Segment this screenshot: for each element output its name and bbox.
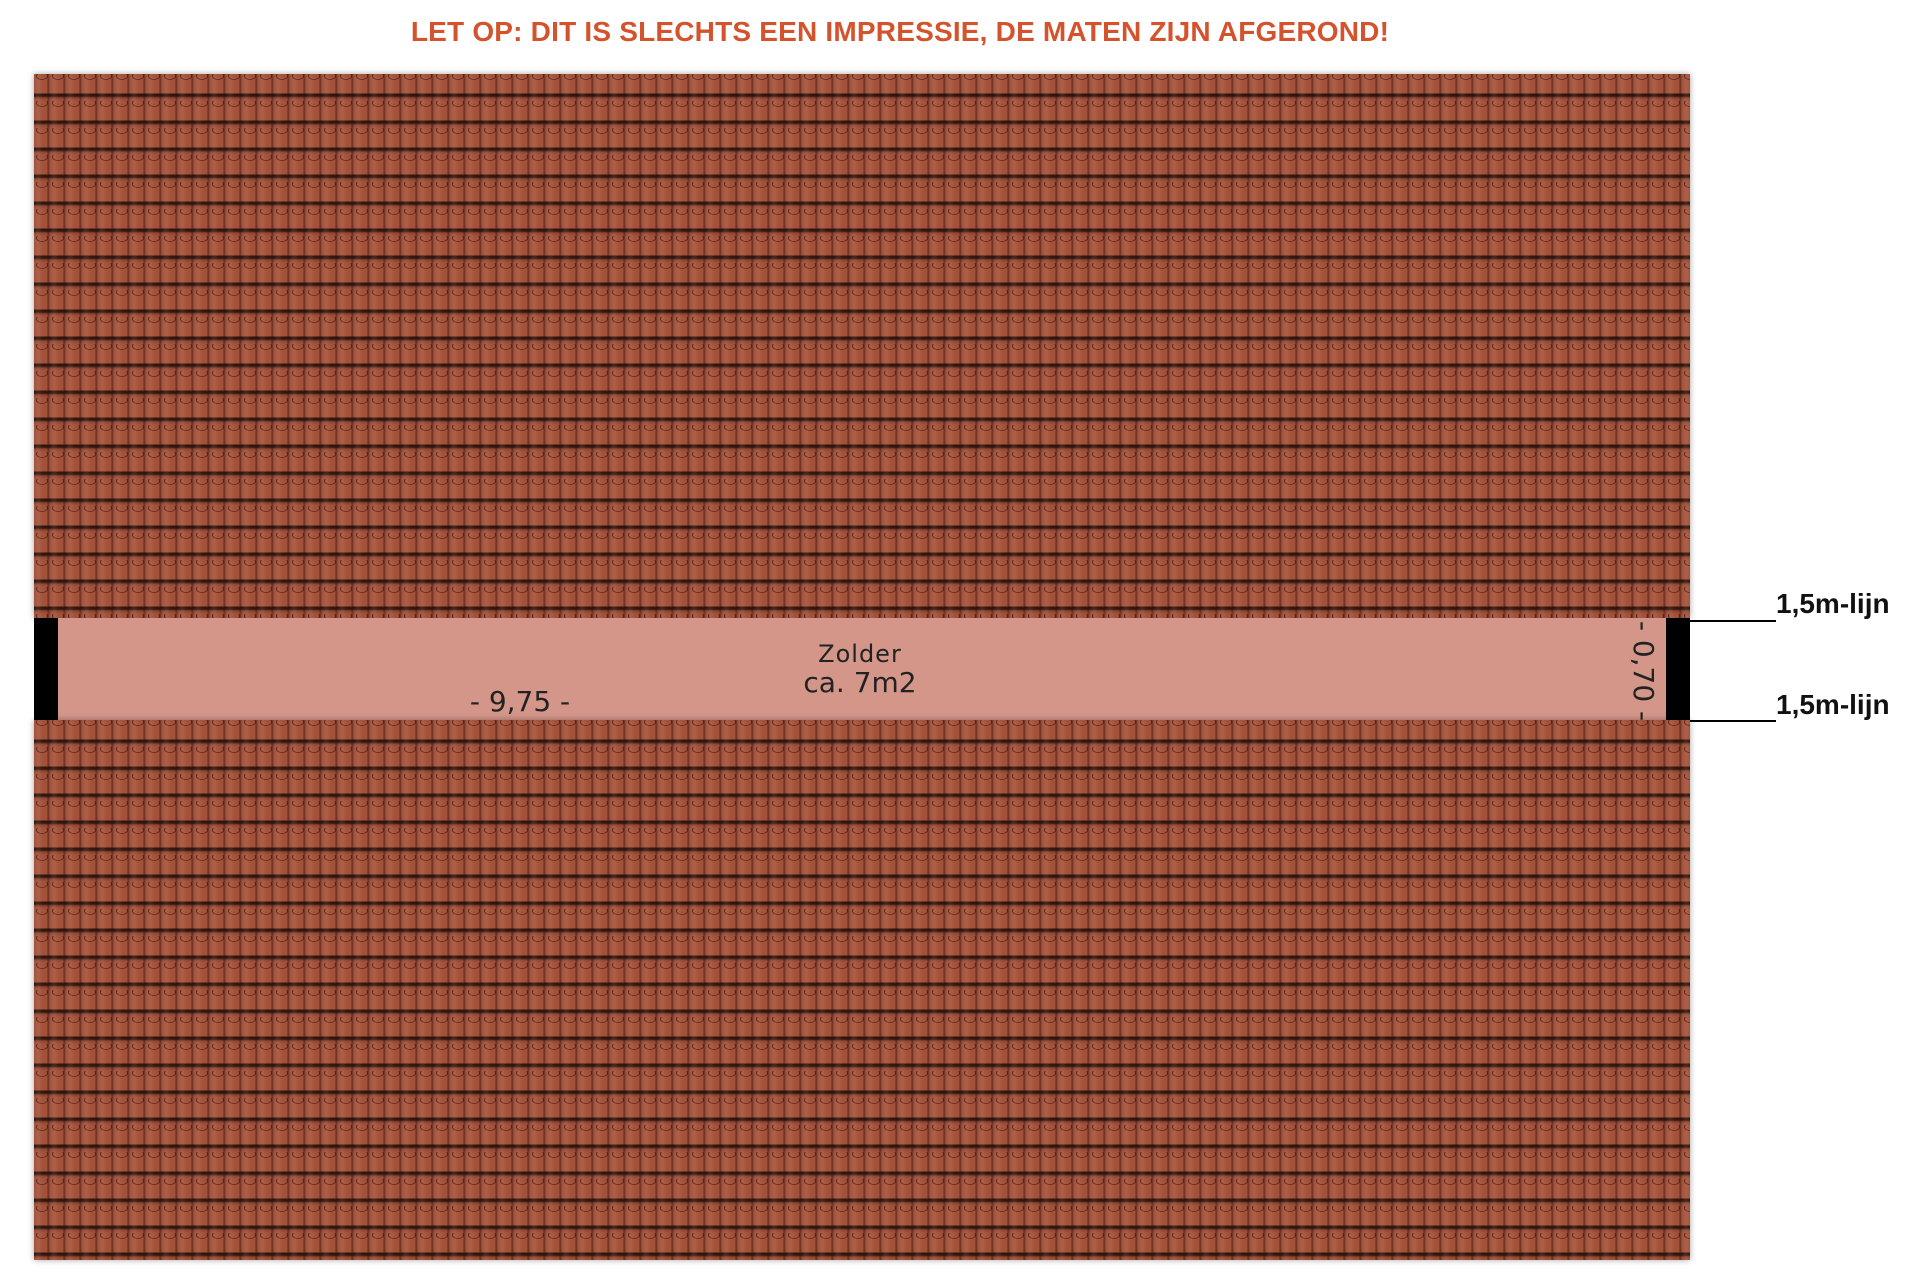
disclaimer-notice: LET OP: DIT IS SLECHTS EEN IMPRESSIE, DE… xyxy=(410,16,1390,47)
height-line-top-label: 1,5m-lijn xyxy=(1776,588,1890,619)
attic-room-area xyxy=(34,618,1690,720)
room-name-label: Zolder xyxy=(818,640,902,668)
wall-right xyxy=(1666,618,1690,720)
width-dimension-label: - 9,75 - xyxy=(469,685,571,718)
height-line-top-marker xyxy=(1690,620,1776,622)
wall-left xyxy=(34,618,58,720)
roof-tiles-lower xyxy=(34,720,1690,1260)
depth-dimension-label: - 0,70 - xyxy=(1627,620,1660,722)
height-line-bottom-marker xyxy=(1690,720,1776,722)
roof-tiles-upper xyxy=(34,74,1690,618)
room-area-label: ca. 7m2 xyxy=(803,666,917,699)
height-line-bottom-label: 1,5m-lijn xyxy=(1776,689,1890,720)
